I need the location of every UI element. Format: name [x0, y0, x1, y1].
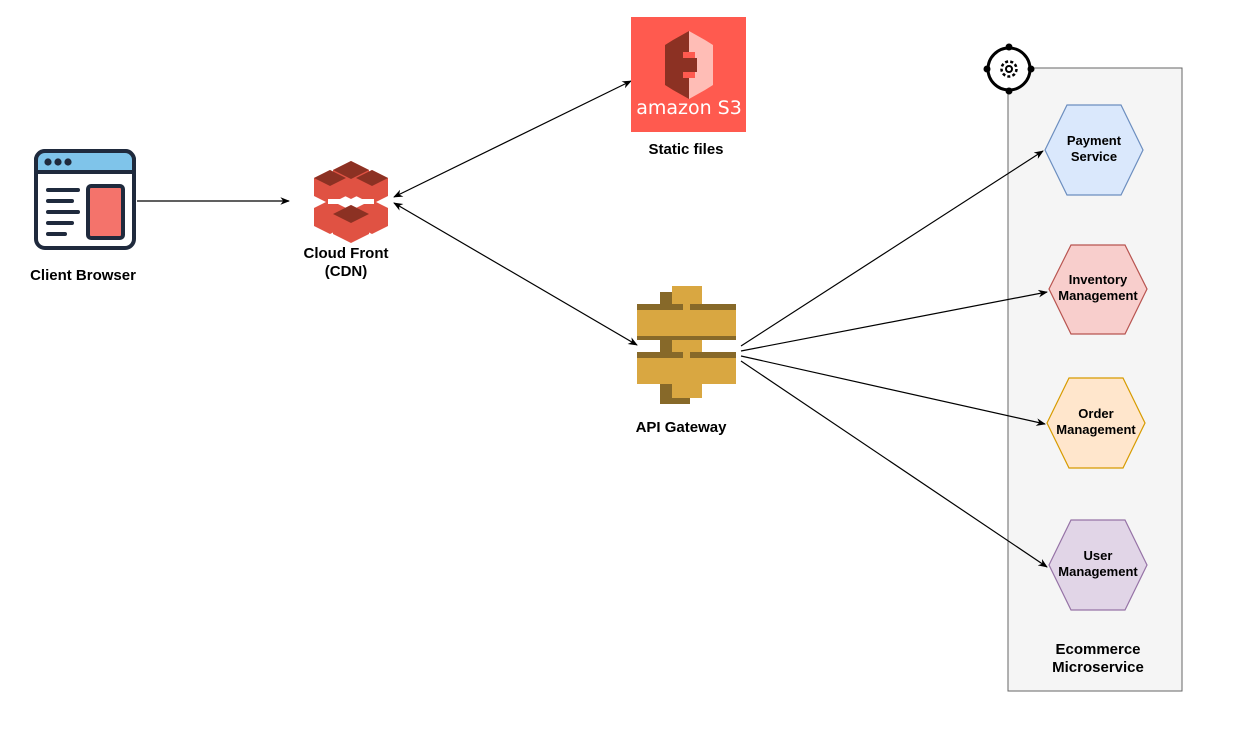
- edge-api-inventory: [740, 289, 1048, 352]
- client-browser-label: Client Browser: [30, 267, 136, 284]
- cloudfront-label: Cloud Front (CDN): [303, 245, 389, 280]
- s3-logo-text: amazon S3: [636, 97, 742, 119]
- microservice-group-label: Ecommerce Microservice: [1052, 641, 1144, 676]
- edge-api-order: [740, 355, 1046, 426]
- edges: [137, 80, 1048, 568]
- edge-api-payment: [740, 150, 1044, 347]
- s3-label: Static files: [648, 141, 724, 158]
- edge-cloudfront-apigateway: [393, 202, 638, 346]
- payment-service-label: Payment Service: [1066, 133, 1122, 164]
- edge-api-user: [740, 360, 1048, 568]
- amazon-s3-icon[interactable]: amazon S3: [631, 17, 746, 132]
- edge-cloudfront-s3: [393, 80, 632, 198]
- aws-cloudfront-icon[interactable]: [314, 161, 388, 243]
- order-management-hexagon[interactable]: [1046, 377, 1146, 469]
- inventory-management-hexagon[interactable]: [1048, 244, 1148, 335]
- inventory-management-label: Inventory Management: [1058, 272, 1138, 303]
- api-gateway-label: API Gateway: [635, 419, 727, 436]
- aws-api-gateway-icon[interactable]: [637, 286, 736, 404]
- payment-service-hexagon[interactable]: [1044, 104, 1144, 196]
- order-management-label: Order Management: [1056, 406, 1136, 437]
- user-management-hexagon[interactable]: [1048, 519, 1148, 611]
- browser-window-icon[interactable]: [34, 149, 136, 250]
- user-management-label: User Management: [1058, 548, 1138, 579]
- gear-target-icon: [983, 43, 1035, 95]
